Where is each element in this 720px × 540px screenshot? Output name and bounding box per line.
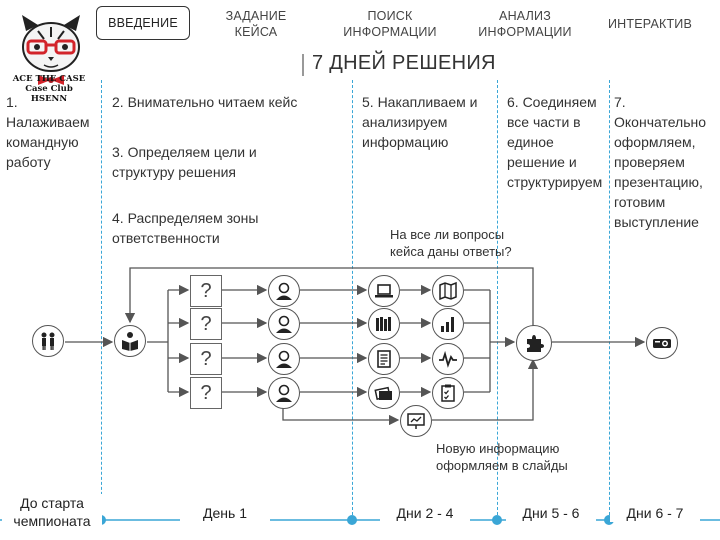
nav-tab-search-info[interactable]: ПОИСК ИНФОРМАЦИИ <box>343 9 437 39</box>
cat-logo-icon <box>22 15 80 85</box>
page-title: 7 ДНЕЙ РЕШЕНИЯ <box>312 52 496 74</box>
title-divider <box>302 54 304 76</box>
question-text: На все ли вопросы кейса даны ответы? <box>390 227 512 259</box>
laptop-icon <box>375 284 393 298</box>
logo-title: ACE THE CASE <box>12 74 86 84</box>
person-icon <box>276 282 292 300</box>
timeline-divider-2 <box>352 80 353 520</box>
team-icon <box>41 332 55 350</box>
map-icon <box>439 281 457 301</box>
person-icon <box>276 384 292 402</box>
step-5: 5. Накапливаем и анализируем информацию <box>362 94 478 150</box>
timeline-label-days2-4: Дни 2 - 4 <box>380 504 470 522</box>
person-icon <box>276 315 292 333</box>
question-node-1: ? <box>190 275 222 307</box>
projector-node <box>646 327 678 359</box>
person-node-4 <box>268 377 300 409</box>
timeline-divider-1 <box>101 80 102 520</box>
person-icon <box>276 350 292 368</box>
reading-node <box>114 325 146 357</box>
checklist-node <box>432 377 464 409</box>
timeline-label-days5-6: Дни 5 - 6 <box>506 504 596 522</box>
nav-tab-analysis[interactable]: АНАЛИЗ ИНФОРМАЦИИ <box>478 9 572 39</box>
step-3: 3. Определяем цели и структуру решения <box>112 144 257 180</box>
step-7: 7. Окончательно оформляем, проверяем пре… <box>614 94 707 230</box>
presentation-icon <box>407 413 425 429</box>
nav-tab-intro[interactable]: ВВЕДЕНИЕ <box>96 6 190 40</box>
person-node-1 <box>268 275 300 307</box>
bar-chart-icon <box>441 317 454 332</box>
laptop-node <box>368 275 400 307</box>
question-node-3: ? <box>190 343 222 375</box>
slides-note: Новую информацию оформляем в слайды <box>436 441 568 473</box>
books-icon <box>376 317 391 331</box>
nav-tab-interactive[interactable]: ИНТЕРАКТИВ <box>607 17 693 31</box>
puzzle-node <box>516 325 552 361</box>
person-node-2 <box>268 308 300 340</box>
step-4: 4. Распределяем зоны ответственности <box>112 210 259 246</box>
timeline-label-day1: День 1 <box>180 504 270 522</box>
timeline-divider-3 <box>497 80 498 520</box>
document-icon <box>377 350 391 368</box>
tickets-icon <box>374 386 392 401</box>
slides-node <box>400 405 432 437</box>
logo-org: HSENN <box>30 94 68 104</box>
tickets-node <box>368 377 400 409</box>
puzzle-icon <box>527 335 544 352</box>
map-node <box>432 275 464 307</box>
step-1: 1. Налаживаем командную работу <box>6 94 90 170</box>
logo-subtitle: Case Club <box>25 84 73 94</box>
books-node <box>368 308 400 340</box>
timeline-dot-3 <box>492 515 502 525</box>
pulse-node <box>432 343 464 375</box>
question-node-2: ? <box>190 308 222 340</box>
timeline-dot-4 <box>604 515 614 525</box>
question-node-4: ? <box>190 377 222 409</box>
checklist-icon <box>441 384 455 402</box>
step-2: 2. Внимательно читаем кейс <box>112 94 298 110</box>
timeline-label-days6-7: Дни 6 - 7 <box>610 504 700 522</box>
team-node <box>32 325 64 357</box>
timeline-dot-2 <box>347 515 357 525</box>
person-node-3 <box>268 343 300 375</box>
nav-tab-case-task[interactable]: ЗАДАНИЕ КЕЙСА <box>225 9 287 39</box>
document-node <box>368 343 400 375</box>
timeline-label-pre-start: До старта чемпионата <box>2 494 102 530</box>
top-navigation: ВВЕДЕНИЕ ЗАДАНИЕ КЕЙСА ПОИСК ИНФОРМАЦИИ … <box>0 0 720 50</box>
timeline-divider-4 <box>609 80 610 520</box>
reading-icon <box>122 332 138 351</box>
pulse-icon <box>439 350 457 368</box>
projector-icon <box>653 339 671 348</box>
bar-chart-node <box>432 308 464 340</box>
step-6: 6. Соединяем все части в единое решение … <box>507 94 603 190</box>
